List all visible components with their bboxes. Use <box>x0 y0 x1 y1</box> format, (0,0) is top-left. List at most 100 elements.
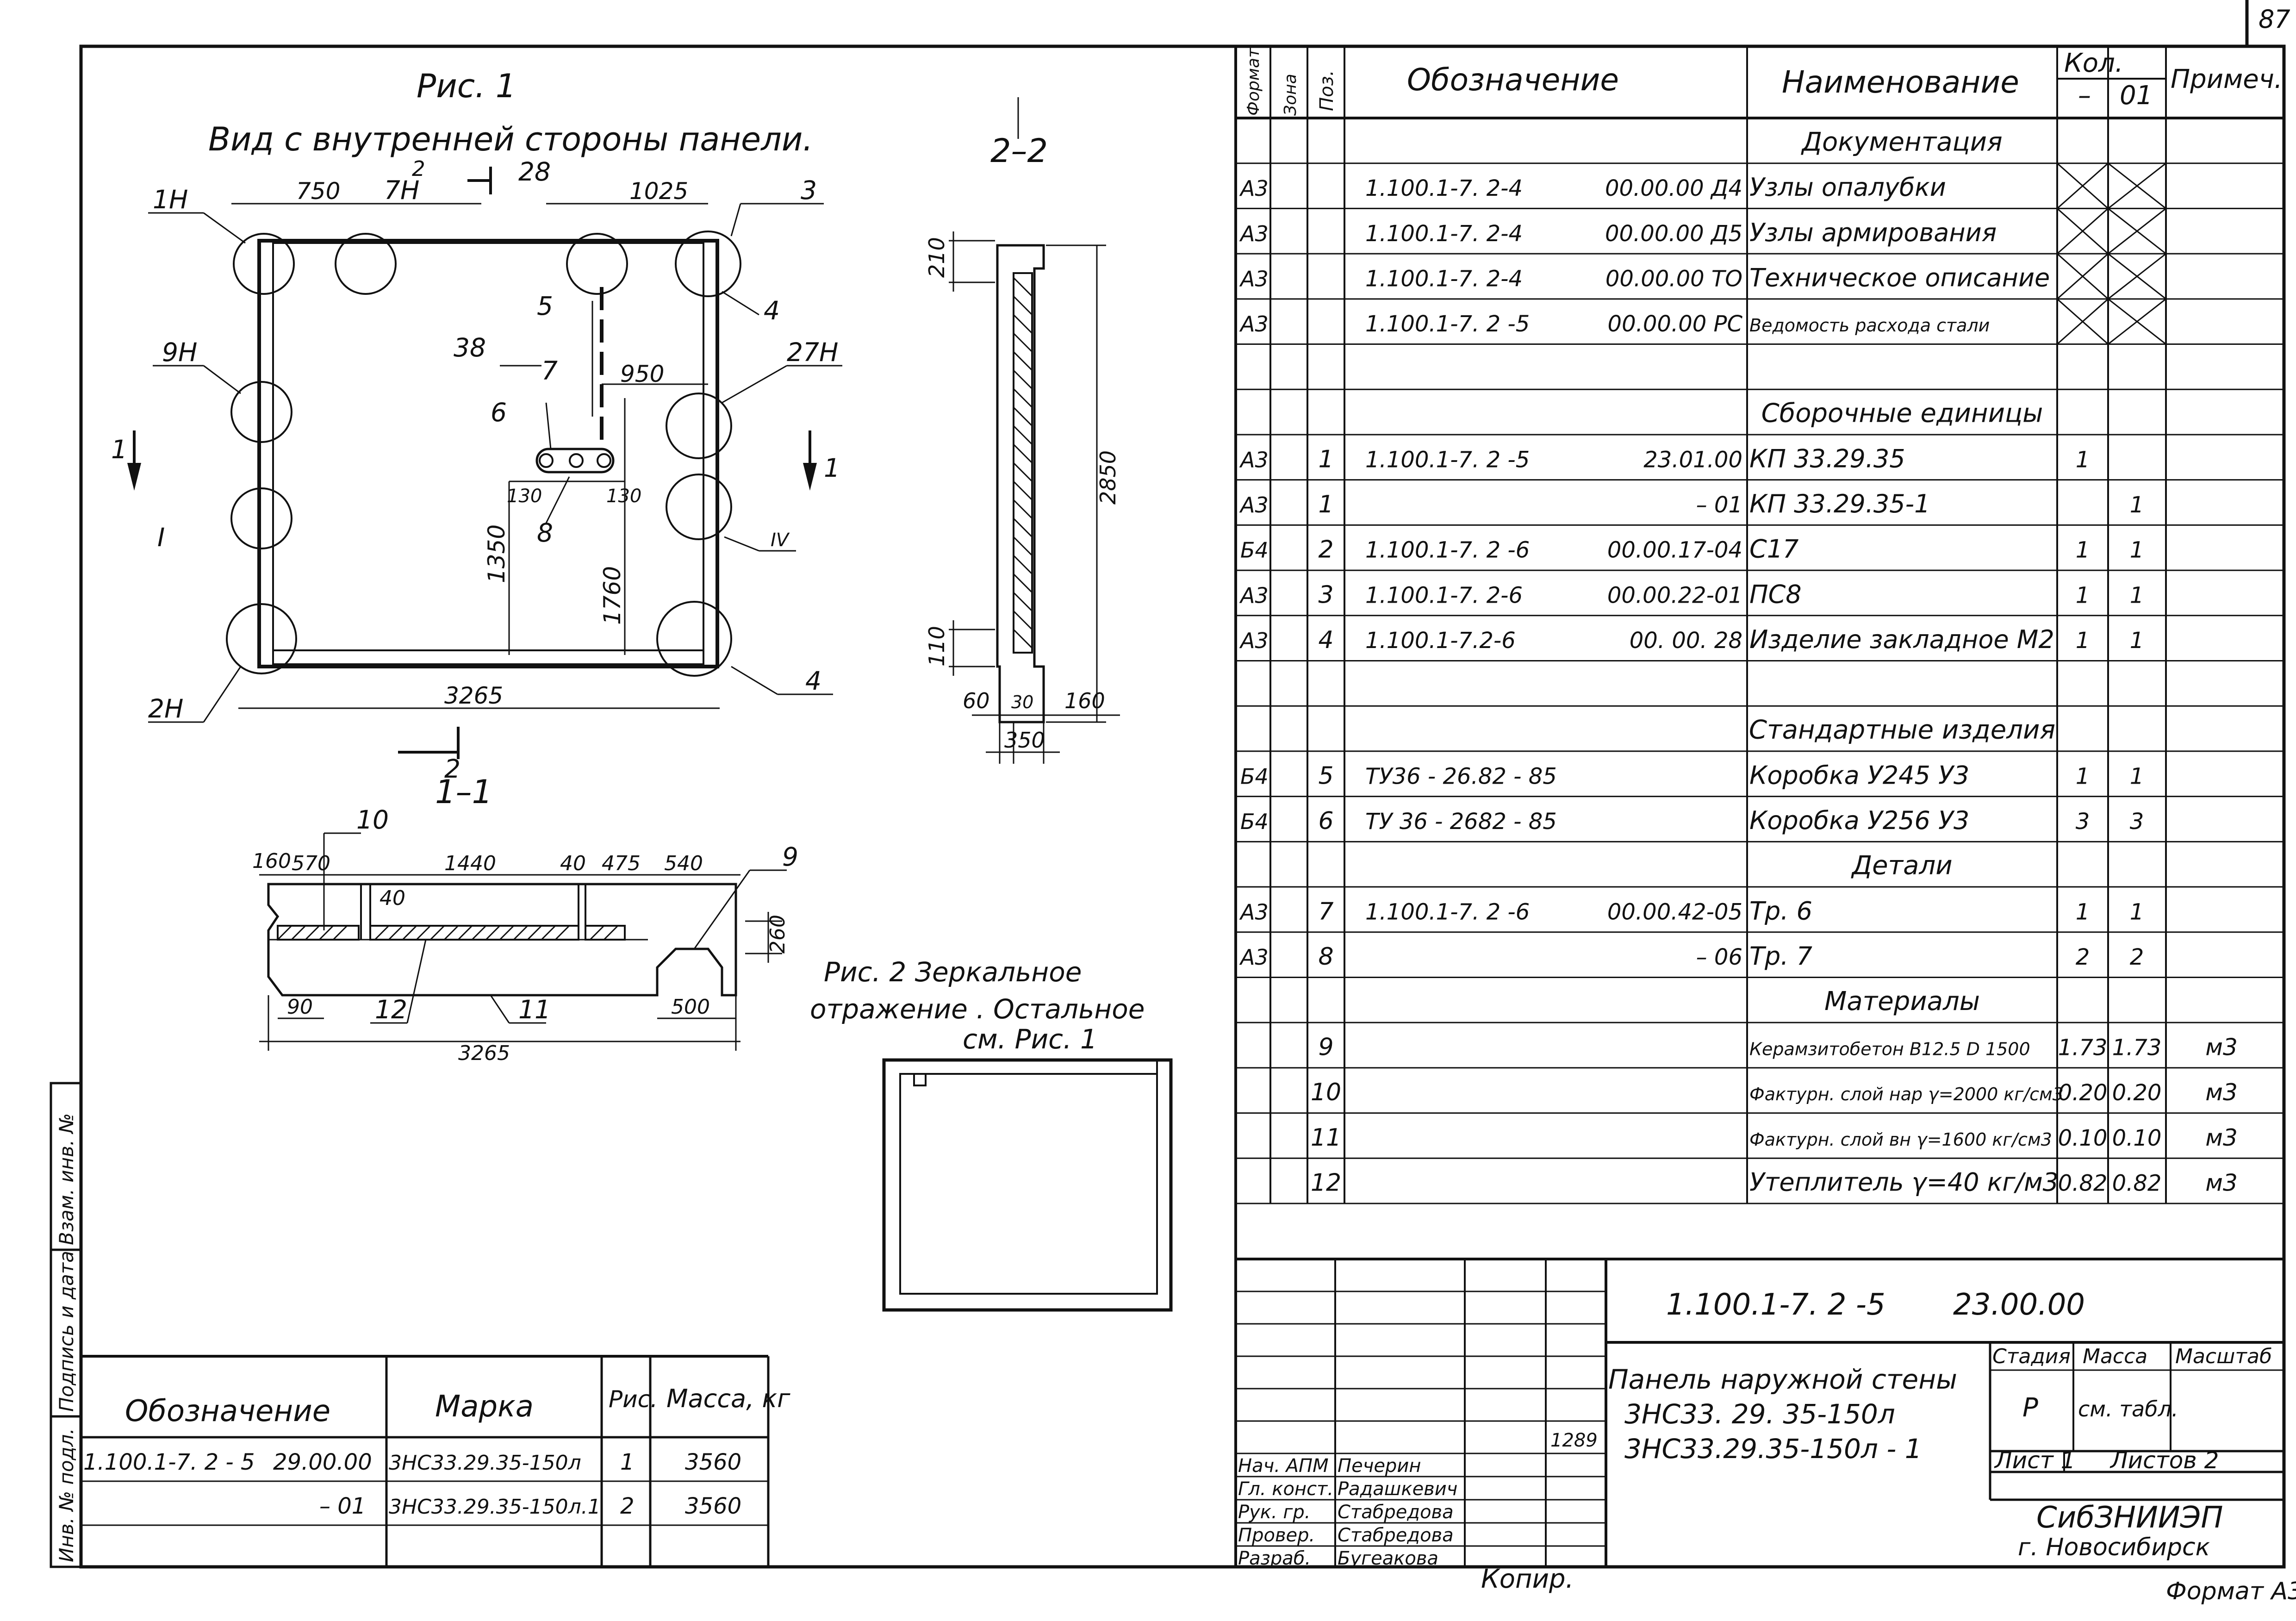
s22-dim-350: 350 <box>1004 728 1045 753</box>
page-number: 87 <box>2259 5 2290 34</box>
spec-h-pos: Поз. <box>1316 70 1338 111</box>
s11-callout-12: 12 <box>375 995 407 1024</box>
spec-format: А3 <box>1239 221 1269 246</box>
side-stamp: Инв. № подл. Подпись и дата Взам. инв. № <box>50 1082 82 1568</box>
fig2-line3: см. Рис. 1 <box>963 1023 1097 1055</box>
s11-callout-11: 11 <box>518 995 551 1024</box>
tb-stage: Р <box>2022 1393 2038 1423</box>
title-block-grid <box>1234 1203 2284 1567</box>
tb-role-name: Радашкевич <box>1338 1478 1457 1500</box>
dim-1025: 1025 <box>629 178 688 205</box>
tb-scale-label: Масштаб <box>2175 1345 2272 1368</box>
tb-role: Разраб. <box>1238 1548 1311 1569</box>
spec-qty-b: 0.10 <box>2112 1125 2162 1151</box>
spec-designation-2: – 06 <box>1696 944 1742 970</box>
copy-label: Копир. <box>1481 1564 1574 1594</box>
spec-designation-1: 1.100.1-7. 2-4 <box>1365 266 1523 292</box>
spec-name: Фактурн. слой нар γ=2000 кг/см3 <box>1749 1084 2064 1104</box>
cross-mark <box>2057 298 2109 345</box>
spec-qty-a: 1 <box>2076 537 2090 563</box>
spec-row: Стандартные изделия <box>1749 715 2055 745</box>
callout-4b: 4 <box>805 666 821 696</box>
spec-pos: 7 <box>1318 898 1333 925</box>
tb-role: Гл. конст. <box>1238 1478 1333 1500</box>
spec-designation-2: 00.00.22-01 <box>1607 582 1742 608</box>
dim-1760: 1760 <box>599 566 626 625</box>
fig1-title: Рис. 1 <box>417 67 516 105</box>
spec-designation-1: 1.100.1-7. 2 -6 <box>1365 537 1530 563</box>
fig1-dim-labels: 750 1025 3265 950 1350 1760 130 130 <box>296 178 688 709</box>
callout-3: 3 <box>801 175 817 205</box>
s11-dim-475: 475 <box>602 852 641 875</box>
spec-format: А3 <box>1239 899 1269 924</box>
spec-designation-2: 00.00.00 Д5 <box>1605 221 1742 247</box>
spec-designation-2: 00.00.00 Д4 <box>1605 175 1742 201</box>
spec-name: Коробка У245 У3 <box>1749 761 1969 790</box>
spec-format: Б4 <box>1240 538 1269 563</box>
spec-pos: 11 <box>1311 1124 1341 1152</box>
spec-qty-b: 0.20 <box>2112 1080 2162 1106</box>
spec-h-qty-b: 01 <box>2120 81 2153 111</box>
callout-2n: 2Н <box>148 694 183 723</box>
marks-h-fig: Рис. <box>609 1386 658 1413</box>
side-stamp-sign: Подпись и дата <box>55 1251 78 1412</box>
spec-qty-a: 2 <box>2076 944 2090 970</box>
spec-format: А3 <box>1239 628 1269 653</box>
spec-h-name: Наименование <box>1782 64 2019 100</box>
spec-pos: 1 <box>1318 445 1333 473</box>
s11-callout-9: 9 <box>782 842 798 872</box>
spec-qty-a: 0.82 <box>2058 1171 2108 1197</box>
spec-h-designation: Обозначение <box>1407 62 1619 98</box>
s11-dim-160: 160 <box>252 849 291 873</box>
spec-note: м3 <box>2205 1034 2238 1061</box>
spec-pos: 2 <box>1318 536 1333 564</box>
spec-section-title: Стандартные изделия <box>1749 715 2055 745</box>
tb-org: СибЗНИИЭП <box>2036 1501 2223 1535</box>
spec-qty-b: 1.73 <box>2112 1035 2162 1061</box>
marks-h-designation: Обозначение <box>125 1394 330 1428</box>
fig2-panel <box>882 1058 1173 1312</box>
s11-dim-1440: 1440 <box>444 852 496 875</box>
sheet-frame <box>79 44 2286 1569</box>
spec-h-qty: Кол. <box>2064 48 2123 78</box>
spec-section-title: Материалы <box>1824 986 1980 1016</box>
tb-stage-label: Стадия <box>1992 1345 2071 1368</box>
marks-h-mark: Марка <box>435 1390 534 1424</box>
spec-qty-a: 1 <box>2076 628 2090 654</box>
s22-dim-30: 30 <box>1011 692 1033 712</box>
spec-row: Детали <box>1850 851 1952 881</box>
spec-qty-b: 3 <box>2130 809 2144 835</box>
tb-role: Нач. АПМ <box>1238 1455 1329 1477</box>
fig2-line2: отражение . Остальное <box>810 993 1145 1025</box>
tb-mass: см. табл. <box>2078 1397 2178 1421</box>
tb-role-name: Бугеакова <box>1338 1548 1438 1569</box>
s22-dim-110: 110 <box>924 626 949 667</box>
spec-note: м3 <box>2205 1124 2238 1151</box>
s11-dim-260: 260 <box>766 915 790 954</box>
marks-table-grid <box>81 1355 770 1567</box>
cross-mark <box>2108 162 2166 209</box>
s22-dim-2850: 2850 <box>1095 450 1120 505</box>
section11-dims: 160 570 1440 40 40 475 540 260 90 500 32… <box>252 849 790 1065</box>
spec-designation-2: 23.01.00 <box>1643 447 1742 473</box>
spec-designation-1: 1.100.1-7. 2-6 <box>1365 582 1523 608</box>
spec-pos: 4 <box>1318 626 1333 654</box>
spec-name: Узлы опалубки <box>1749 173 1946 202</box>
marks-r1-fig: 1 <box>620 1449 635 1475</box>
spec-format: А3 <box>1239 176 1269 201</box>
spec-designation-1: 1.100.1-7. 2 -5 <box>1365 311 1530 337</box>
spec-pos: 12 <box>1311 1169 1341 1197</box>
callout-i: I <box>157 523 165 552</box>
spec-name: КП 33.29.35 <box>1749 444 1905 473</box>
panel-view <box>127 167 842 759</box>
callout-5: 5 <box>537 291 553 321</box>
